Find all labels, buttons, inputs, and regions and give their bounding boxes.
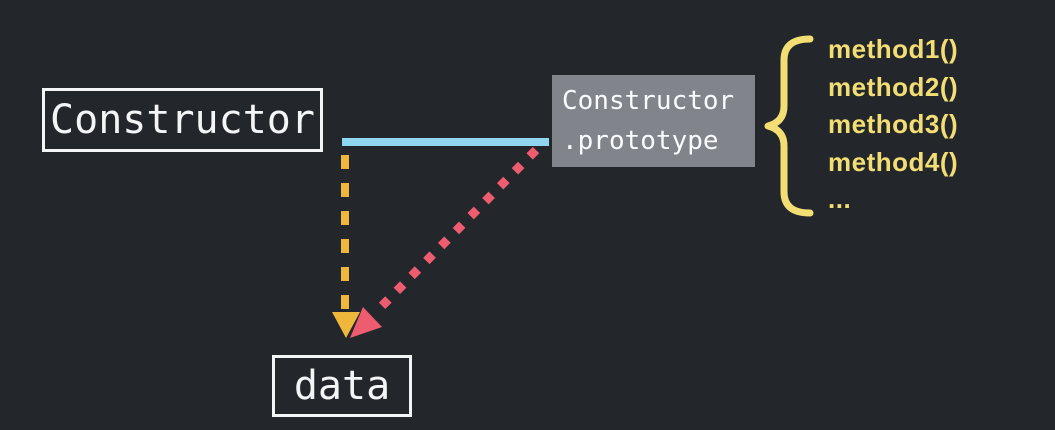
method-item-ellipsis: ...	[828, 184, 852, 214]
method-item: method4()	[828, 146, 959, 177]
data-box-label: data	[293, 363, 391, 409]
prototype-data-arrowhead-icon	[350, 307, 382, 338]
method-item: method3()	[828, 109, 959, 139]
constructor-box-label: Constructor	[50, 97, 315, 143]
prototype-box-line2: .prototype	[562, 126, 719, 156]
prototype-data-arrow-line	[370, 146, 540, 318]
methods-list: method1() method2() method3() method4() …	[828, 31, 958, 219]
data-box: data	[272, 355, 412, 417]
method-item: method2()	[828, 71, 959, 102]
constructor-box: Constructor	[42, 88, 323, 152]
curly-brace-icon	[764, 35, 814, 217]
prototype-box-line1: Constructor	[562, 86, 735, 116]
method-item: method1()	[828, 34, 959, 64]
prototype-box: Constructor .prototype	[552, 75, 755, 167]
constructor-data-arrowhead-icon	[332, 312, 360, 338]
